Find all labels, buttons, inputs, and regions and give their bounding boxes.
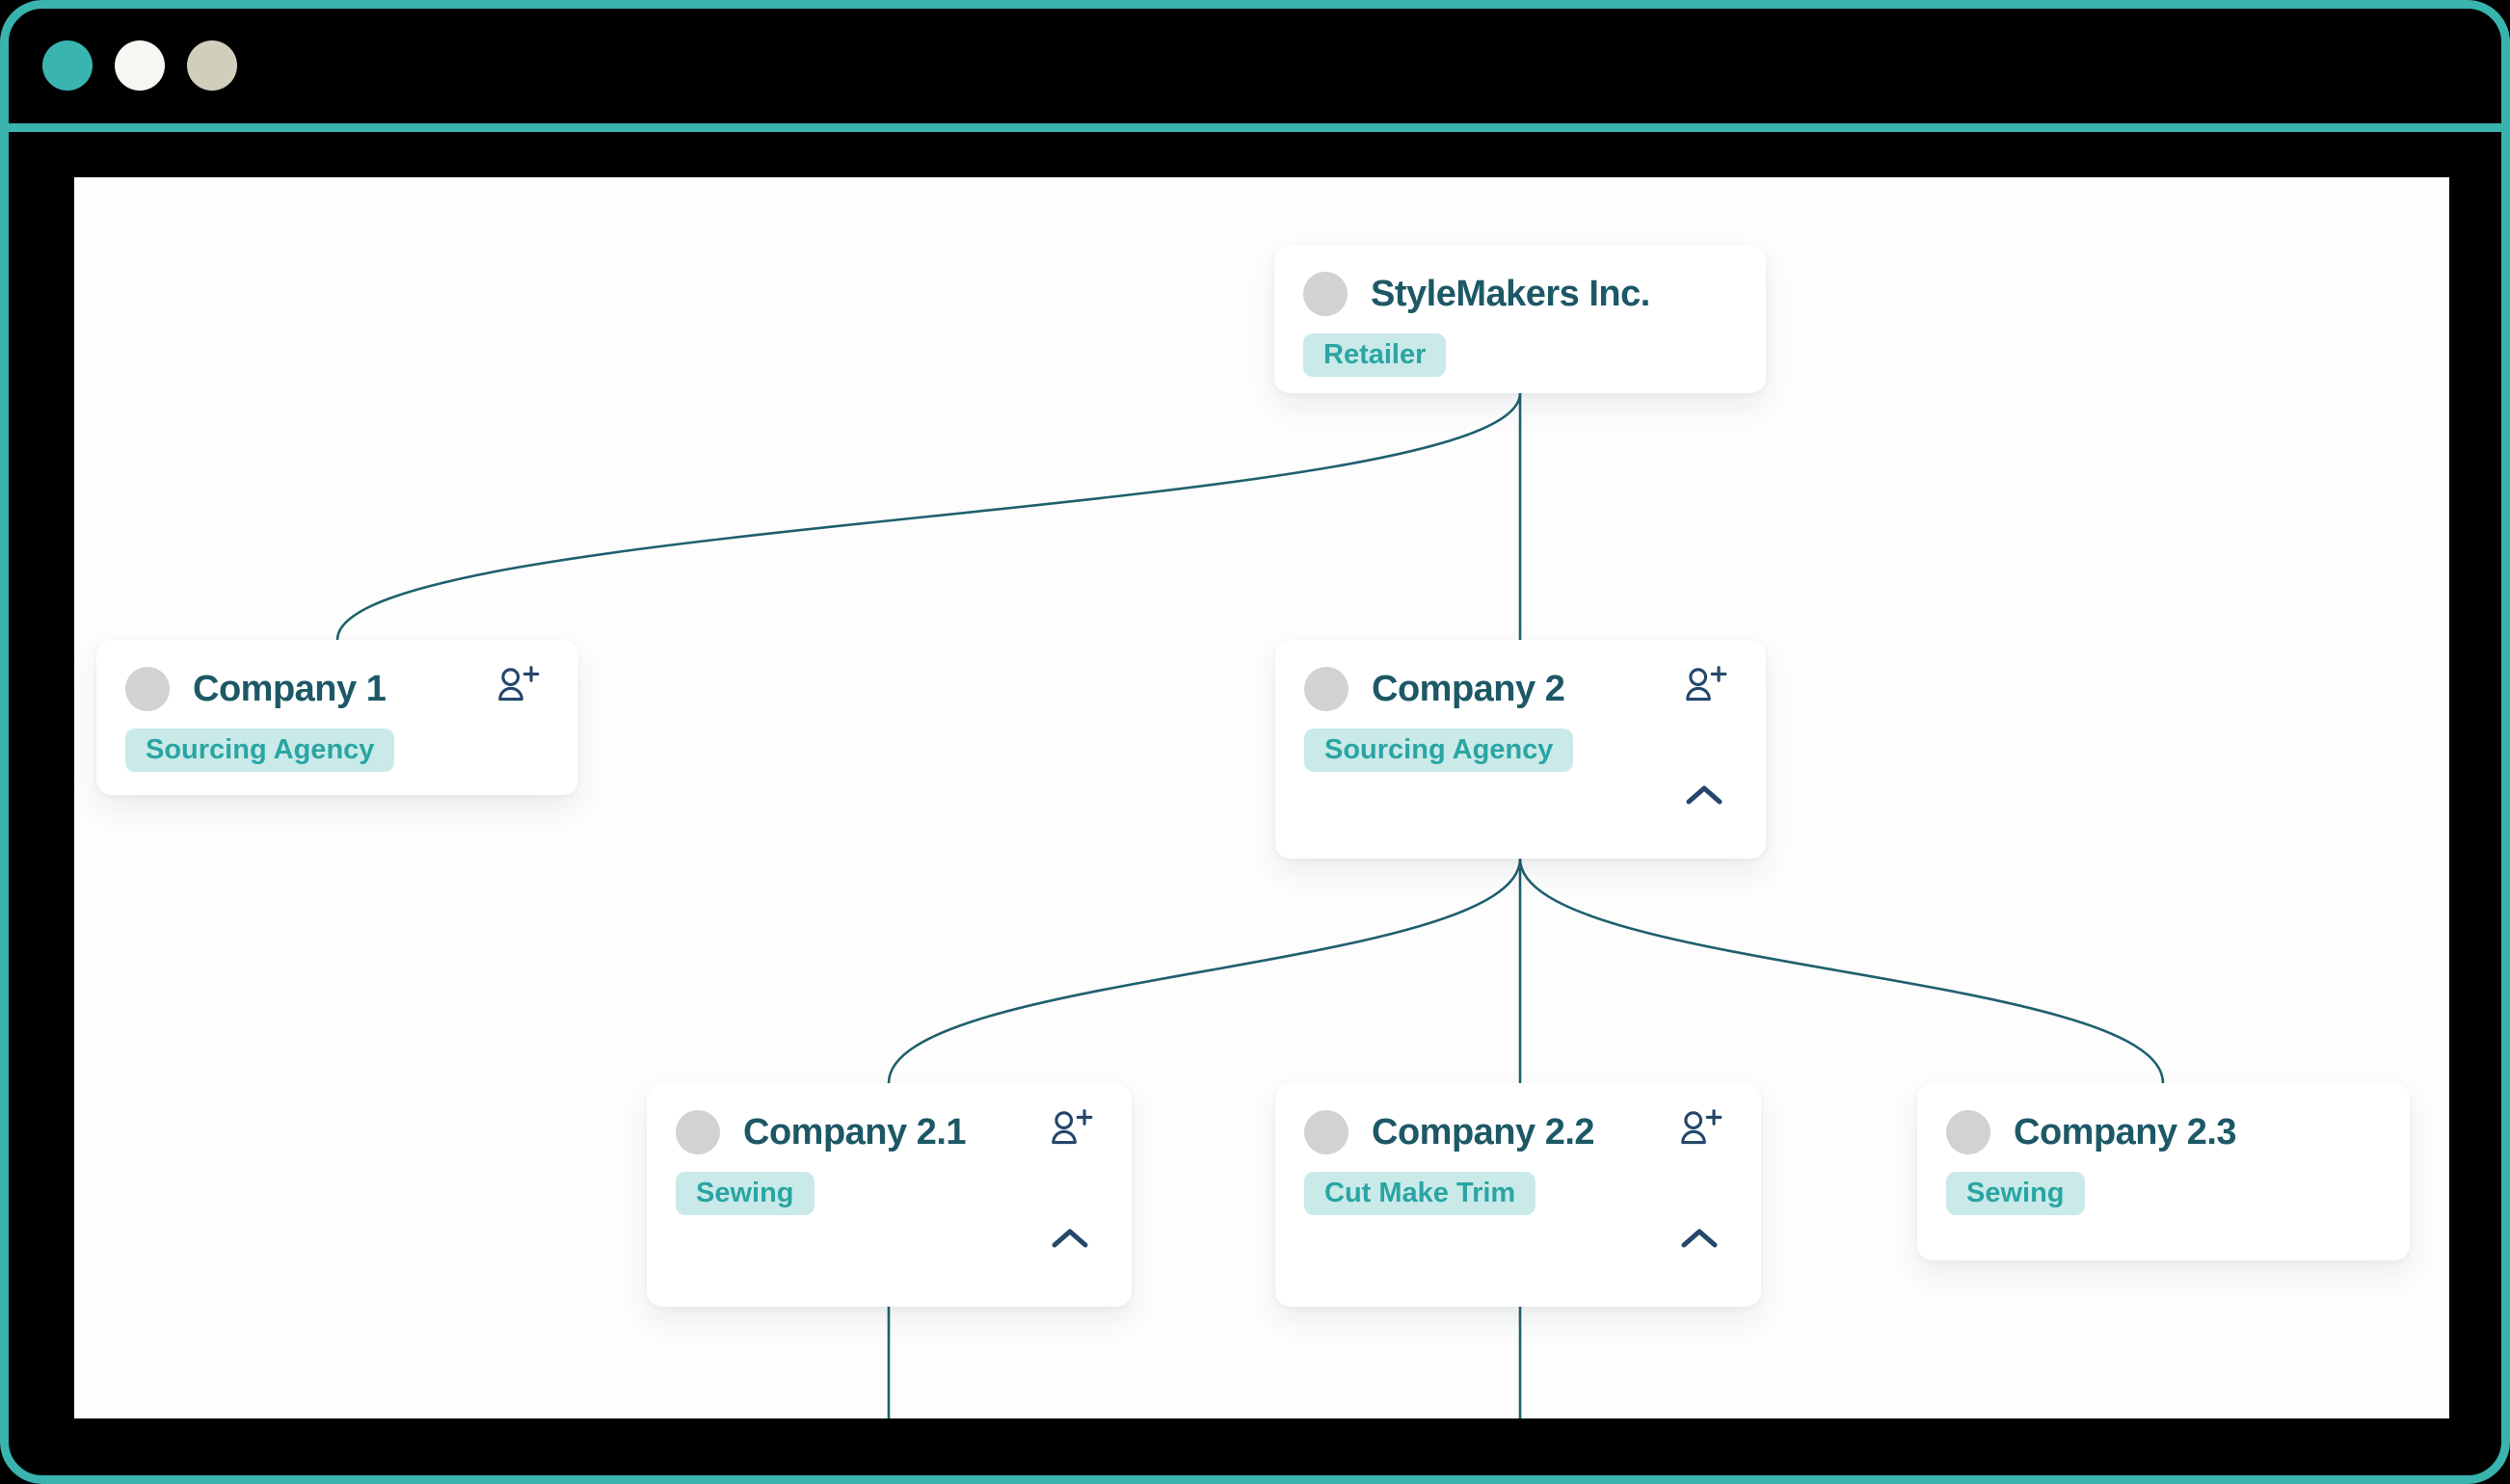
company-name: Company 2 (1372, 668, 1565, 709)
company-avatar (125, 667, 170, 711)
company-type-badge: Sewing (676, 1172, 814, 1215)
company-name: Company 2.3 (2014, 1111, 2237, 1153)
add-partner-icon[interactable] (1047, 1106, 1095, 1154)
add-partner-icon[interactable] (1681, 663, 1729, 711)
company-type-badge: Sourcing Agency (125, 729, 395, 772)
company-type-badge: Cut Make Trim (1304, 1172, 1536, 1215)
company-card-company-2-1[interactable]: Company 2.1 Sewing (647, 1083, 1132, 1307)
window-control-dot-white[interactable] (115, 40, 165, 91)
link-root-to-company1 (335, 392, 1522, 641)
collapse-chevron-icon[interactable] (1051, 1228, 1089, 1251)
collapse-chevron-icon[interactable] (1680, 1228, 1719, 1251)
window-control-dot-teal[interactable] (42, 40, 93, 91)
company-avatar (1304, 1110, 1348, 1154)
company-card-stylemakers[interactable]: StyleMakers Inc. Retailer (1274, 245, 1766, 393)
company-avatar (1303, 272, 1348, 316)
company-type-badge: Retailer (1303, 333, 1447, 377)
company-card-company-2-2[interactable]: Company 2.2 Cut Make Trim (1275, 1083, 1761, 1307)
link-company2-to-2-1 (887, 858, 1522, 1084)
company-avatar (676, 1110, 720, 1154)
company-card-company-2-3[interactable]: Company 2.3 Sewing (1917, 1083, 2410, 1260)
window-titlebar (0, 0, 2510, 123)
add-partner-icon[interactable] (1676, 1106, 1724, 1154)
company-name: Company 2.2 (1372, 1111, 1595, 1153)
company-type-badge: Sourcing Agency (1304, 729, 1574, 772)
add-partner-icon[interactable] (494, 663, 542, 711)
company-type-badge: Sewing (1946, 1172, 2085, 1215)
titlebar-divider (0, 123, 2510, 132)
org-chart-canvas[interactable]: StyleMakers Inc. Retailer Company 1 Sour… (74, 177, 2449, 1418)
link-company2-to-2-3 (1518, 858, 2165, 1084)
company-name: Company 1 (193, 668, 387, 709)
company-card-company-2[interactable]: Company 2 Sourcing Agency (1275, 640, 1766, 859)
company-name: Company 2.1 (743, 1111, 967, 1153)
company-name: StyleMakers Inc. (1371, 273, 1650, 314)
company-avatar (1946, 1110, 1990, 1154)
window-control-dot-beige[interactable] (187, 40, 237, 91)
collapse-chevron-icon[interactable] (1685, 784, 1723, 808)
company-avatar (1304, 667, 1348, 711)
company-card-company-1[interactable]: Company 1 Sourcing Agency (96, 640, 578, 795)
